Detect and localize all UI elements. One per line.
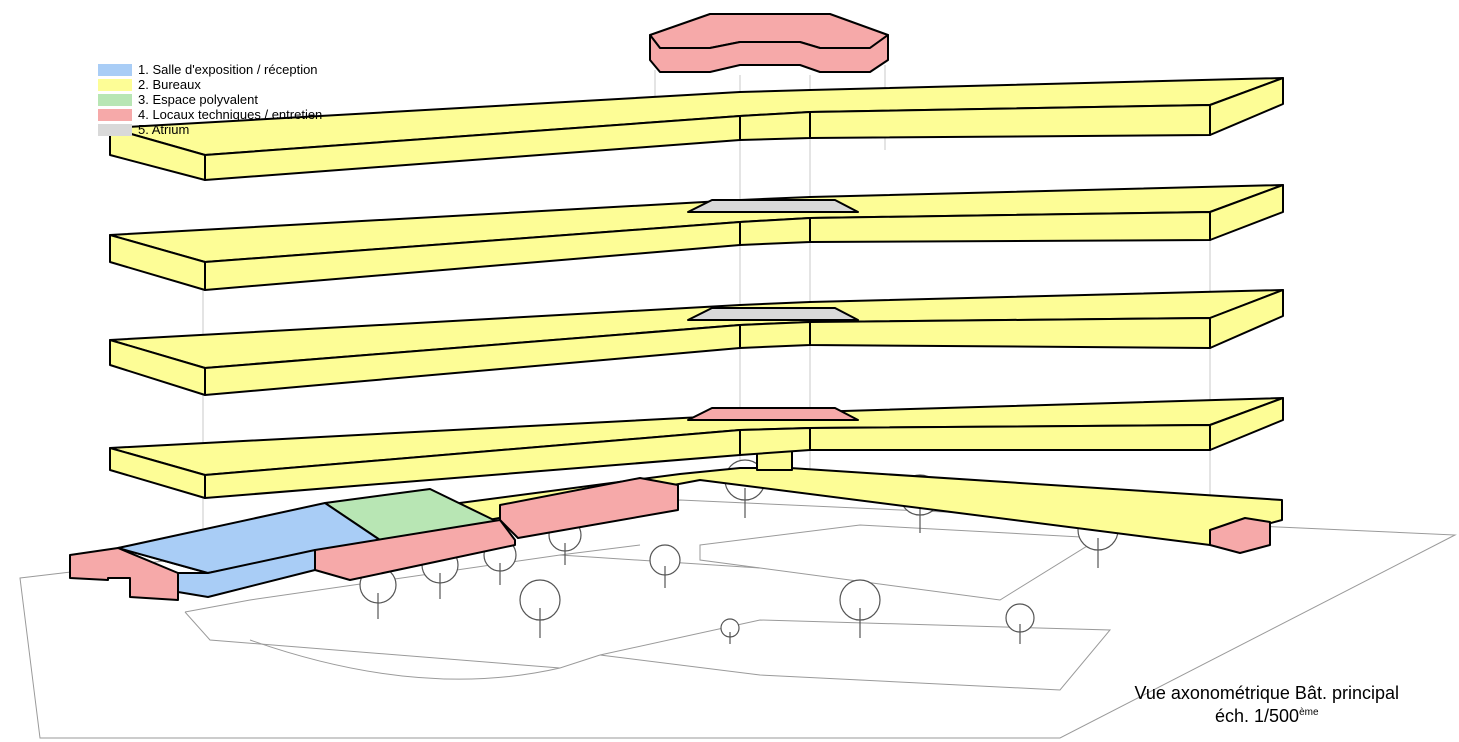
legend-item: 5. Atrium [98,122,322,137]
legend-swatch [98,63,132,76]
floor-1-core [739,427,811,456]
tree-icon [1005,603,1035,644]
floor-4-core [739,111,811,141]
floor-2-end [1209,289,1284,349]
ground-floor [69,447,1283,601]
floor-3-right-front [809,211,1211,243]
floor-1-technical [687,407,859,421]
floor-3-atrium [687,199,859,213]
floor-2-right-front [809,317,1211,349]
floor-1-end [1209,397,1284,451]
caption-scale: éch. 1/500ème [1135,703,1400,726]
tree-icon [839,579,881,638]
floor-1 [109,397,1284,499]
legend-item: 1. Salle d'exposition / réception [98,62,322,77]
caption: Vue axonométrique Bât. principal éch. 1/… [1135,684,1400,726]
technical-block-west [69,547,179,601]
floor-2-core [739,321,811,349]
caption-title: Vue axonométrique Bât. principal [1134,683,1400,703]
roof-technical-front [649,34,889,73]
floor-2-atrium [687,307,859,321]
floor-2 [109,289,1284,396]
caption-scale-sup: ème [1299,707,1319,718]
technical-block-middle [499,477,679,539]
roof-technical-room [649,13,889,73]
legend-label: 5. Atrium [138,122,190,137]
floor-4-right-front [809,104,1211,139]
legend-swatch [98,93,132,106]
legend-label: 2. Bureaux [138,77,201,92]
floor-3 [109,184,1284,291]
legend-item: 2. Bureaux [98,77,322,92]
tree-icon [519,579,561,638]
caption-scale-text: éch. 1/500 [1214,706,1300,726]
legend-label: 3. Espace polyvalent [138,92,258,107]
technical-block-east [1209,517,1271,554]
floor-1-right-front [809,424,1211,451]
tree-icon [649,544,681,588]
legend-item: 4. Locaux techniques / entretien [98,107,322,122]
legend-label: 4. Locaux techniques / entretien [138,107,323,122]
legend-swatch [98,78,132,91]
floor-3-end [1209,184,1284,241]
floor-3-core [739,217,811,246]
legend-label: 1. Salle d'exposition / réception [138,62,318,77]
floor-4 [109,77,1284,181]
legend-swatch [98,123,132,136]
legend-swatch [98,108,132,121]
tree-icon [720,618,740,644]
floor-4-end [1209,77,1284,136]
legend-item: 3. Espace polyvalent [98,92,322,107]
